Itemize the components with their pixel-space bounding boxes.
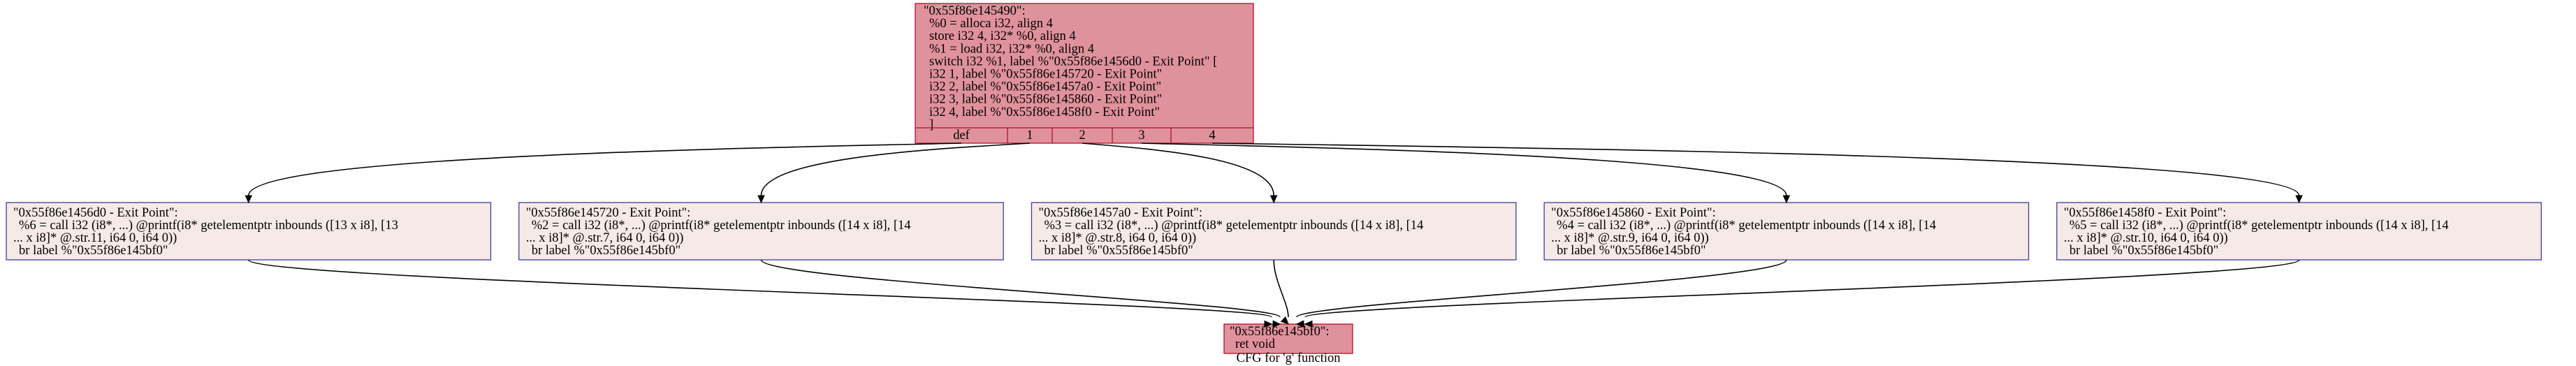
exit-node-0: "0x55f86e1456d0 - Exit Point":%6 = call … [6, 202, 492, 261]
exit-4-line-0: "0x55f86e1458f0 - Exit Point": [2064, 206, 2226, 220]
final-node: "0x55f86e145bf0":ret void [1223, 323, 1353, 354]
entry-line-0: "0x55f86e145490": [924, 4, 1026, 18]
exit-0-line-3: br label %"0x55f86e145bf0" [19, 244, 168, 258]
edge-exit-4-to-final [1304, 259, 2300, 318]
exit-3-line-2: ... x i8]* @.str.9, i64 0, i64 0)) [1551, 231, 1709, 245]
exit-2-line-0: "0x55f86e1457a0 - Exit Point": [1038, 206, 1202, 220]
final-line-0: "0x55f86e145bf0": [1230, 325, 1330, 339]
edge-port-1-arrowhead [757, 195, 765, 204]
edge-port-1-to-exit-1 [760, 142, 1031, 196]
edges [245, 142, 2303, 328]
edge-exit-1-to-final [760, 259, 1281, 318]
exit-0-line-2: ... x i8]* @.str.11, i64 0, i64 0)) [13, 231, 177, 245]
edge-port-2-arrowhead [1269, 195, 1278, 204]
exit-node-1: "0x55f86e145720 - Exit Point":%2 = call … [518, 202, 1004, 261]
entry-line-5: i32 1, label %"0x55f86e145720 - Exit Poi… [929, 68, 1162, 82]
edge-exit-0-to-final [247, 259, 1272, 318]
edge-exit-3-to-final [1296, 259, 1787, 318]
entry-line-2: store i32 4, i32* %0, align 4 [929, 29, 1076, 43]
exit-2-line-3: br label %"0x55f86e145bf0" [1044, 244, 1193, 258]
entry-line-9: ] [929, 118, 933, 132]
entry-line-7: i32 3, label %"0x55f86e145860 - Exit Poi… [929, 93, 1162, 107]
edge-port-3-arrowhead [1782, 195, 1791, 204]
exit-2-line-2: ... x i8]* @.str.8, i64 0, i64 0)) [1038, 231, 1196, 245]
exit-4-line-3: br label %"0x55f86e145bf0" [2069, 244, 2218, 258]
port-1: 1 [1026, 129, 1033, 142]
exit-1-line-3: br label %"0x55f86e145bf0" [532, 244, 681, 258]
exit-node-4: "0x55f86e1458f0 - Exit Point":%5 = call … [2056, 202, 2542, 261]
exit-1-line-1: %2 = call i32 (i8*, ...) @printf(i8* get… [532, 219, 911, 233]
edge-exit-0-arrowhead [1264, 320, 1273, 328]
edge-exit-4-arrowhead [1304, 320, 1313, 328]
entry-line-6: i32 2, label %"0x55f86e1457a0 - Exit Poi… [929, 80, 1161, 94]
port-def: def [953, 129, 970, 142]
edge-exit-3-arrowhead [1295, 320, 1304, 328]
exit-3-line-0: "0x55f86e145860 - Exit Point": [1551, 206, 1716, 220]
edge-port-3-to-exit-3 [1141, 142, 1787, 196]
edge-port-4-to-exit-4 [1211, 142, 2300, 196]
edge-exit-1-arrowhead [1272, 320, 1281, 328]
entry-node-box [915, 3, 1254, 144]
entry-node: "0x55f86e145490":%0 = alloca i32, align … [915, 3, 1254, 144]
port-2: 2 [1079, 129, 1085, 142]
exit-node-3: "0x55f86e145860 - Exit Point":%4 = call … [1543, 202, 2030, 261]
exit-node-2: "0x55f86e1457a0 - Exit Point":%3 = call … [1031, 202, 1517, 261]
exit-2-line-1: %3 = call i32 (i8*, ...) @printf(i8* get… [1044, 219, 1423, 233]
edge-exit-2-arrowhead [1280, 316, 1289, 325]
port-4: 4 [1209, 129, 1215, 142]
edge-port-0-arrowhead [245, 195, 253, 204]
entry-line-8: i32 4, label %"0x55f86e1458f0 - Exit Poi… [929, 105, 1160, 119]
exit-3-line-3: br label %"0x55f86e145bf0" [1557, 244, 1705, 258]
port-3: 3 [1138, 129, 1144, 142]
entry-line-3: %1 = load i32, i32* %0, align 4 [929, 42, 1094, 56]
exit-3-line-1: %4 = call i32 (i8*, ...) @printf(i8* get… [1557, 219, 1936, 233]
entry-line-1: %0 = alloca i32, align 4 [929, 17, 1053, 31]
exit-1-line-2: ... x i8]* @.str.7, i64 0, i64 0)) [526, 231, 684, 245]
graph-caption: CFG for 'g' function [1236, 351, 1340, 365]
edge-port-4-arrowhead [2295, 195, 2303, 204]
exit-1-line-0: "0x55f86e145720 - Exit Point": [526, 206, 691, 220]
edge-port-2-to-exit-2 [1082, 142, 1274, 196]
exit-0-line-1: %6 = call i32 (i8*, ...) @printf(i8* get… [19, 219, 398, 233]
final-line-1: ret void [1235, 337, 1276, 351]
exit-0-line-0: "0x55f86e1456d0 - Exit Point": [13, 206, 178, 220]
exit-4-line-1: %5 = call i32 (i8*, ...) @printf(i8* get… [2069, 219, 2449, 233]
edge-exit-2-to-final [1273, 259, 1289, 318]
entry-line-4: switch i32 %1, label %"0x55f86e1456d0 - … [929, 54, 1217, 68]
final-node-box [1223, 323, 1353, 354]
edge-port-def-to-exit-0 [247, 142, 962, 196]
exit-4-line-2: ... x i8]* @.str.10, i64 0, i64 0)) [2064, 231, 2228, 245]
